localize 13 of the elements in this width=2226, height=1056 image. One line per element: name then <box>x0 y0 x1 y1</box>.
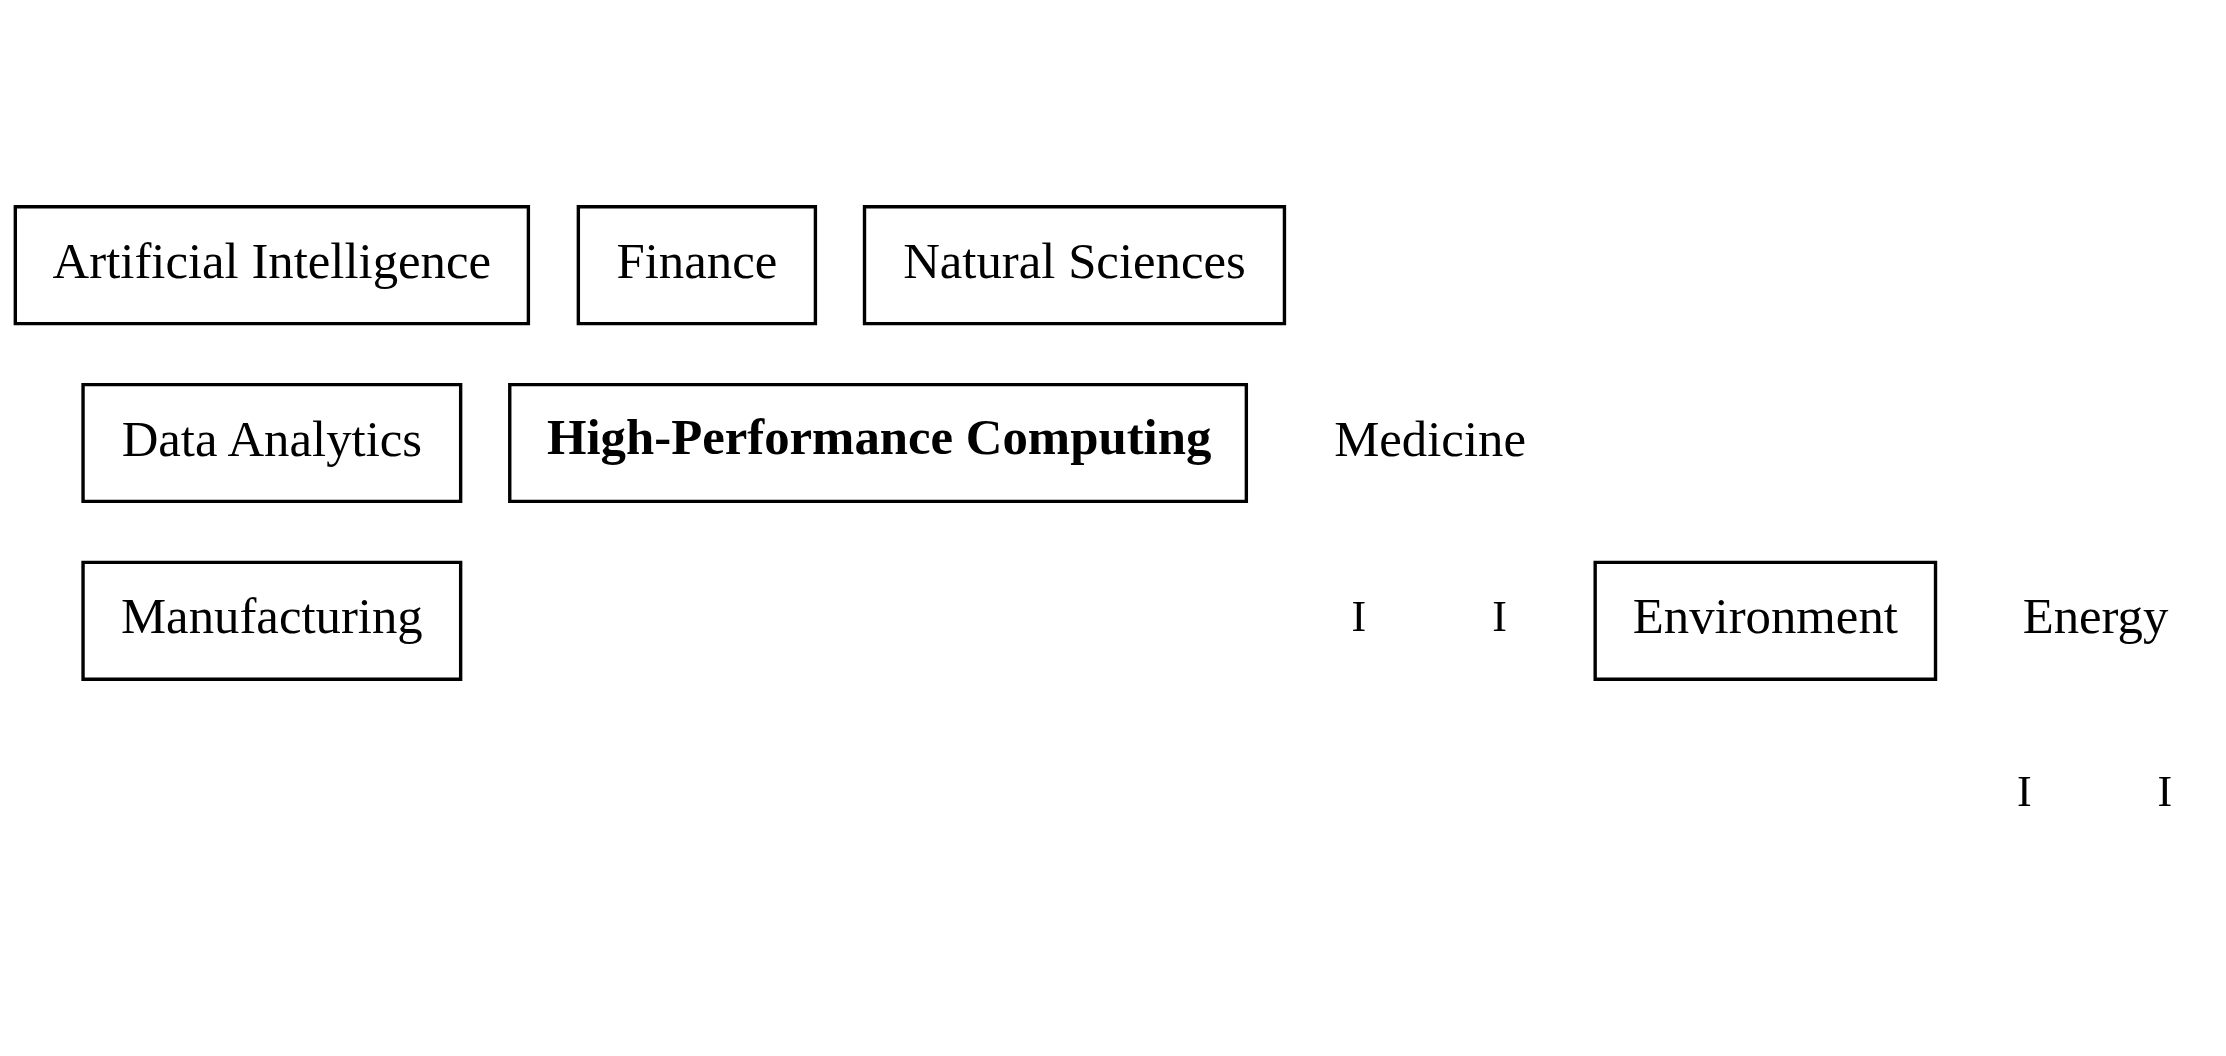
label: I <box>1351 591 1367 641</box>
node-box: Manufacturing <box>81 560 463 681</box>
node-box: Natural Sciences <box>862 204 1287 325</box>
label: I <box>1492 591 1507 641</box>
node-box: High-Performance Computing <box>508 382 1249 503</box>
node-text: Medicine <box>1334 410 1526 467</box>
node-box: Artificial Intelligence <box>13 204 531 325</box>
node-text: Energy <box>2022 587 2169 644</box>
node-box: Environment <box>1593 560 1938 681</box>
node-box: Finance <box>576 204 818 325</box>
label: I <box>2157 766 2173 816</box>
label: I <box>2017 766 2032 816</box>
node-box: Data Analytics <box>81 382 463 503</box>
